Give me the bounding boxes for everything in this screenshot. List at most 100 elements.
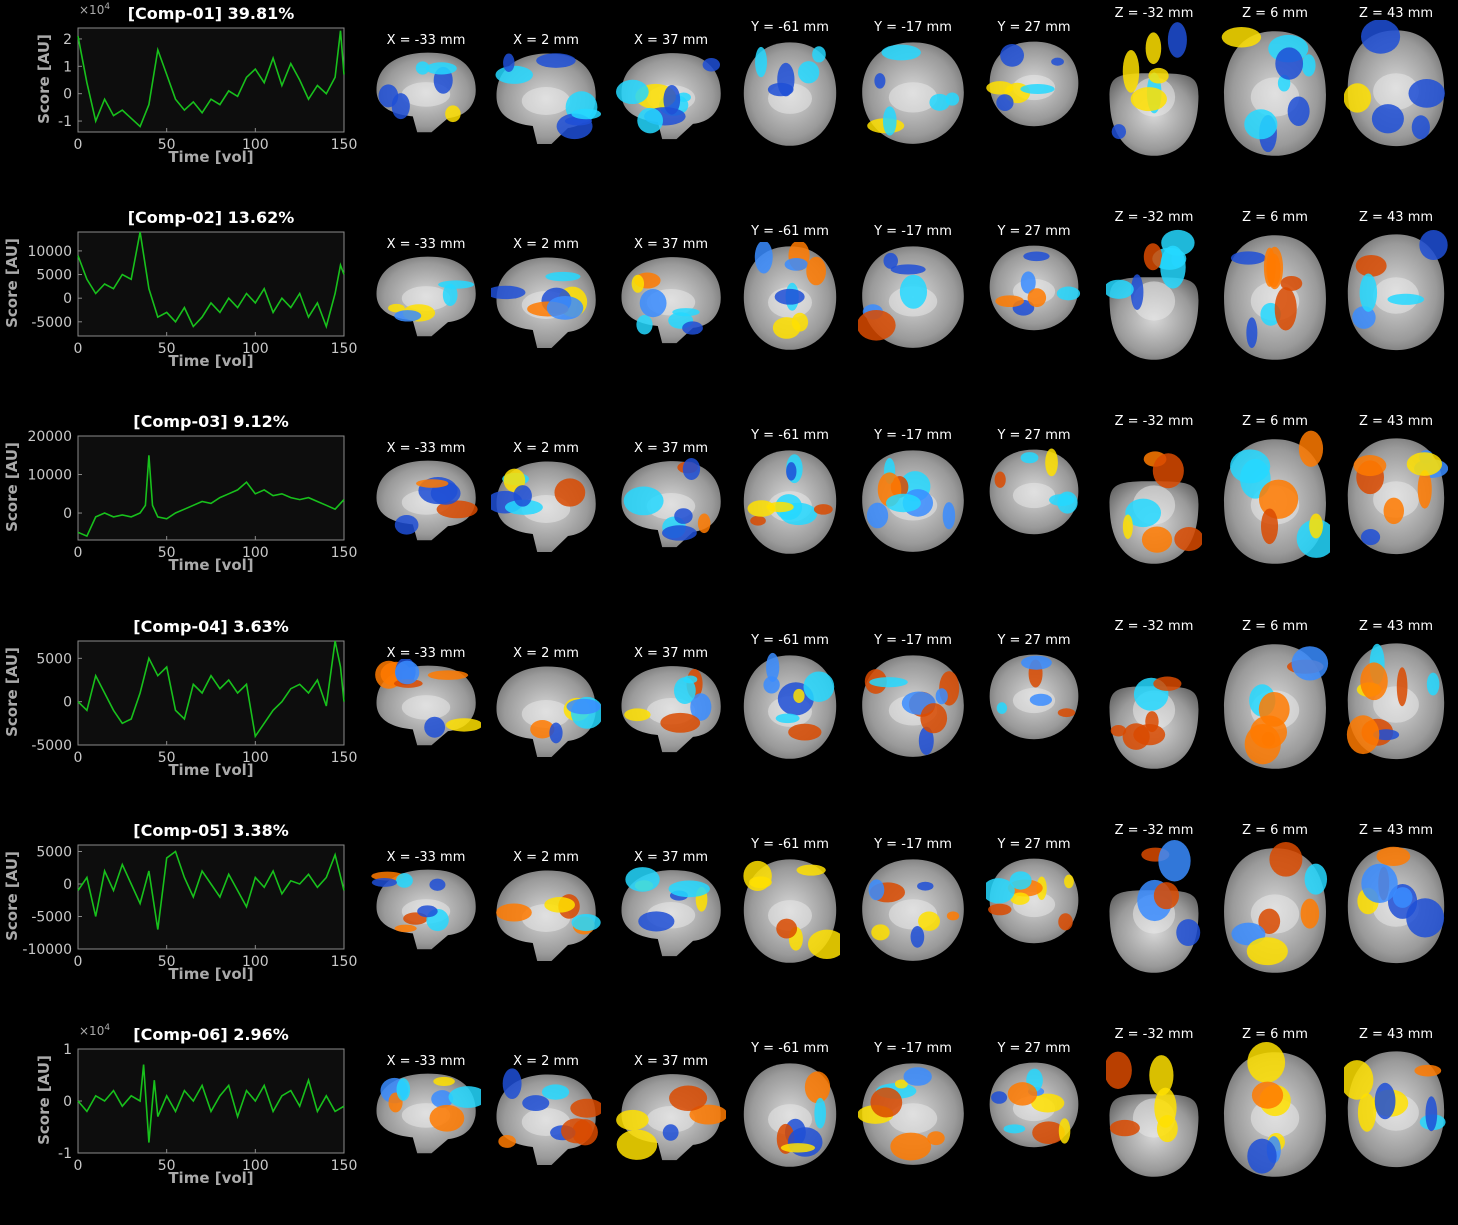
y-axis-label: Score [AU] [3, 238, 21, 328]
slice-coordinate-label: X = 37 mm [633, 1054, 709, 1069]
brain-slice-image [375, 657, 483, 746]
x-tick-label: 100 [242, 341, 269, 357]
brain-slice [491, 1067, 604, 1171]
x-tick-label: 150 [331, 341, 358, 357]
y-tick-label: 5000 [36, 651, 72, 667]
brain-slice-image [743, 450, 837, 554]
brain-slice-image [743, 240, 837, 350]
x-axis-label: Time [vol] [168, 148, 254, 166]
brain-slice-image [1221, 27, 1326, 156]
slice-coordinate-label: X = -33 mm [386, 33, 466, 48]
y-axis-label: Score [AU] [3, 851, 21, 941]
slice-coordinate-label: Y = 27 mm [997, 837, 1071, 852]
brain-slice [1106, 837, 1202, 981]
brain-slice [1220, 837, 1330, 981]
slice-coordinate-label: Y = -17 mm [874, 837, 952, 852]
x-tick-label: 50 [158, 1158, 176, 1174]
x-tick-label: 0 [74, 954, 83, 970]
slice-coordinate-label: X = 2 mm [513, 646, 579, 661]
brain-slice-image [743, 42, 837, 146]
timecourse-line [77, 1064, 345, 1143]
brain-slice [486, 454, 601, 558]
brain-slice-image [989, 448, 1079, 535]
brain-slice [1103, 224, 1202, 368]
brain-slice [1106, 633, 1202, 777]
brain-slice-image [743, 1063, 837, 1167]
slice-coordinate-label: Z = 43 mm [1358, 6, 1434, 21]
brain-slice-image [1224, 1042, 1326, 1177]
slice-coordinate-label: Z = -32 mm [1114, 619, 1194, 634]
brain-slice [371, 46, 481, 138]
brain-slice [1220, 224, 1330, 368]
brain-slice-image [1343, 19, 1445, 147]
brain-slice [986, 38, 1082, 132]
x-axis-label: Time [vol] [168, 1169, 254, 1187]
brain-slice [982, 855, 1082, 949]
x-tick-label: 0 [74, 545, 83, 561]
x-tick-label: 150 [331, 954, 358, 970]
brain-slice-image [1224, 235, 1326, 360]
brain-slice-image [616, 53, 721, 140]
brain-slice-image [371, 869, 476, 950]
chart-title: [Comp-05] 3.38% [133, 821, 289, 840]
y-tick-label: 1 [63, 59, 72, 75]
brain-slice [740, 855, 846, 969]
brain-slice [986, 651, 1082, 745]
y-tick-label: 1 [63, 1042, 72, 1058]
brain-slice [371, 1067, 488, 1159]
brain-slice-image [857, 1063, 964, 1165]
slice-coordinate-label: Y = -17 mm [874, 1041, 952, 1056]
y-axis-label: Score [AU] [35, 1055, 53, 1145]
brain-slice [740, 1059, 840, 1173]
x-tick-label: 50 [158, 545, 176, 561]
brain-slice [371, 657, 483, 751]
brain-slice-image [1347, 230, 1448, 351]
brain-slice-image [1109, 451, 1204, 564]
slice-coordinate-label: Y = -17 mm [874, 633, 952, 648]
brain-slice [1343, 19, 1448, 154]
y-tick-label: 5000 [36, 845, 72, 861]
brain-slice-image [1104, 1051, 1199, 1177]
brain-slice [1220, 428, 1336, 572]
slice-coordinate-label: X = 2 mm [513, 441, 579, 456]
x-tick-label: 50 [158, 750, 176, 766]
slice-coordinate-label: Z = 6 mm [1242, 619, 1308, 634]
slice-coordinate-label: Y = 27 mm [997, 20, 1071, 35]
slice-coordinate-label: Y = -61 mm [751, 224, 829, 239]
brain-slice [616, 863, 726, 962]
brain-slice [371, 863, 481, 955]
x-tick-label: 100 [242, 954, 269, 970]
x-tick-label: 50 [158, 341, 176, 357]
brain-slice-image [621, 666, 721, 753]
brain-slice-image [986, 41, 1079, 127]
brain-slice-image [621, 458, 721, 548]
y-tick-label: -5000 [31, 315, 72, 331]
chart-title: [Comp-03] 9.12% [133, 412, 289, 431]
brain-slice-image [621, 257, 721, 344]
brain-slice [858, 38, 968, 150]
slice-coordinate-label: Y = -61 mm [751, 633, 829, 648]
brain-slice [858, 651, 968, 763]
chart-title: [Comp-06] 2.96% [133, 1025, 289, 1044]
brain-slice-image [862, 859, 964, 961]
slice-coordinate-label: X = 2 mm [513, 237, 579, 252]
brain-slice [1220, 633, 1330, 777]
brain-slice-image [982, 858, 1079, 944]
y-tick-label: 0 [63, 877, 72, 893]
x-tick-label: 100 [242, 137, 269, 153]
brain-slice [858, 855, 968, 967]
brain-slice [740, 38, 840, 152]
x-tick-label: 150 [331, 545, 358, 561]
x-tick-label: 0 [74, 341, 83, 357]
brain-slice-image [621, 867, 721, 957]
x-tick-label: 150 [331, 1158, 358, 1174]
brain-slice [740, 446, 840, 560]
slice-coordinate-label: Y = -61 mm [751, 837, 829, 852]
x-tick-label: 0 [74, 1158, 83, 1174]
x-tick-label: 100 [242, 750, 269, 766]
